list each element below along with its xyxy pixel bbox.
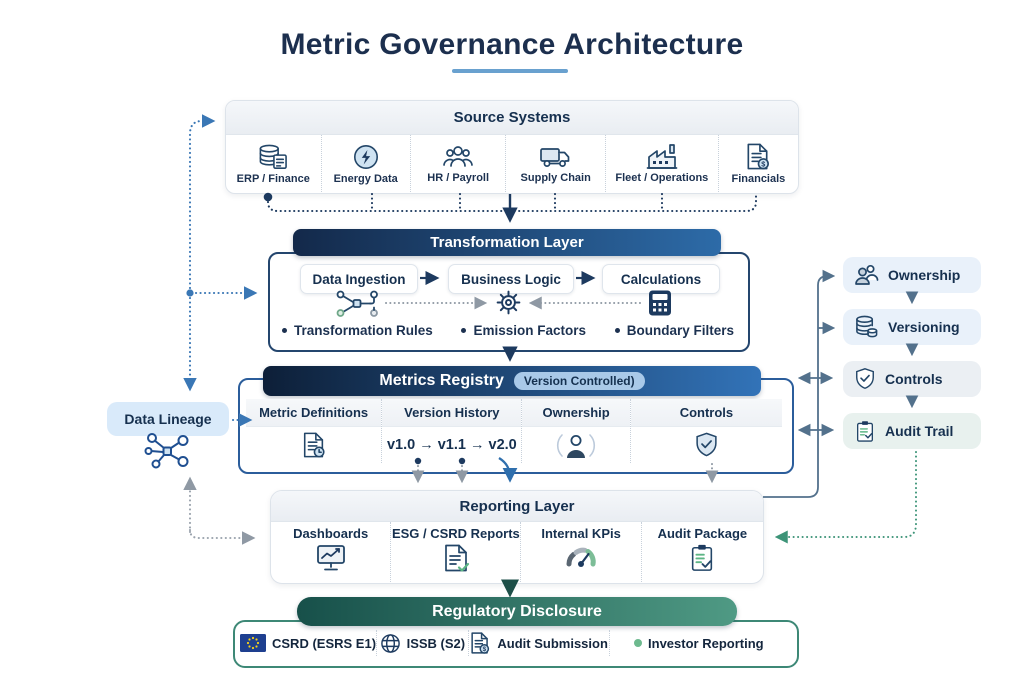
version-controlled-badge: Version Controlled) (513, 372, 645, 390)
source-item-erp-finance: ERP / Finance (226, 135, 322, 192)
people-icon (442, 143, 474, 170)
registry-col-header: Ownership (522, 399, 630, 427)
monitor-chart-icon (314, 543, 348, 573)
regulatory-item-issb: ISSB (S2) (377, 630, 469, 656)
sidebar-item-audit-trail: Audit Trail (843, 413, 981, 449)
bullet-emission-factors: Emission Factors (461, 323, 586, 338)
lightning-icon (352, 143, 380, 171)
person-icon (522, 427, 629, 463)
reporting-item-dashboards: Dashboards (271, 522, 392, 582)
source-item-energy: Energy Data (322, 135, 411, 192)
green-dot-icon (634, 639, 643, 647)
shield-check-icon (631, 427, 782, 463)
sidebar-item-ownership: Ownership (843, 257, 981, 293)
clipboard-check-icon (688, 543, 716, 573)
sidebar-item-label: Ownership (888, 267, 961, 283)
sidebar-item-label: Audit Trail (885, 423, 954, 439)
reporting-layer-title: Reporting Layer (271, 491, 763, 522)
people-pair-icon (854, 264, 879, 286)
regulatory-item-investor-reporting: Investor Reporting (610, 630, 788, 656)
data-lineage-label: Data Lineage (124, 411, 212, 427)
gear-icon (494, 288, 523, 317)
source-item-label: Fleet / Operations (615, 172, 709, 184)
regulatory-item-label: ISSB (S2) (406, 635, 466, 651)
registry-col-ownership: Ownership (522, 399, 631, 463)
sidebar-item-controls: Controls (843, 361, 981, 397)
regulatory-items: CSRD (ESRS E1) ISSB (S2) $ Audi (240, 626, 788, 660)
regulatory-item-label: Investor Reporting (648, 635, 764, 651)
data-lineage-box: Data Lineage (107, 402, 229, 436)
source-systems-box: Source Systems ERP / Finance (225, 100, 799, 194)
document-dollar-icon: $ (469, 631, 491, 655)
title-underline (452, 69, 568, 73)
reporting-item-internal-kpis: Internal KPis (521, 522, 642, 582)
lineage-network-icon (142, 431, 192, 471)
metric-definitions-doc-icon (246, 427, 381, 463)
step-calculations: Calculations (602, 264, 720, 294)
registry-col-controls: Controls (630, 399, 782, 463)
reporting-item-audit-package: Audit Package (642, 522, 763, 582)
eu-flag-icon (240, 634, 266, 652)
factory-icon (646, 143, 678, 170)
database-doc-icon (257, 143, 289, 171)
clipboard-list-icon (854, 419, 876, 444)
regulatory-item-label: Audit Submission (497, 635, 608, 651)
metrics-registry-title: Metrics Registry (379, 372, 504, 389)
document-check-icon (441, 543, 471, 573)
reporting-layer-box: Reporting Layer Dashboards ESG / CSRD Re… (270, 490, 764, 584)
regulatory-item-audit-submission: $ Audit Submission (469, 630, 610, 656)
database-stack-icon (854, 315, 879, 339)
reporting-item-esg-csrd: ESG / CSRD Reports (391, 522, 522, 582)
reporting-item-label: Internal KPis (541, 526, 621, 541)
source-item-financials: $ Financials (719, 135, 798, 192)
source-item-label: Energy Data (333, 172, 398, 185)
calculator-icon (647, 289, 673, 317)
source-item-label: Supply Chain (520, 172, 591, 184)
sidebar-item-label: Controls (885, 371, 943, 387)
gauge-icon (564, 543, 598, 569)
source-item-label: Financials (731, 173, 786, 185)
svg-text:$: $ (762, 159, 766, 168)
regulatory-item-label: CSRD (ESRS E1) (272, 635, 377, 651)
step-business-logic: Business Logic (448, 264, 574, 294)
registry-col-header: Version History (382, 399, 522, 427)
step-data-ingestion: Data Ingestion (300, 264, 418, 294)
regulatory-item-csrd: CSRD (ESRS E1) (240, 630, 378, 656)
svg-text:$: $ (483, 646, 487, 653)
source-item-label: ERP / Finance (236, 172, 310, 185)
reporting-layer-items: Dashboards ESG / CSRD Reports (271, 522, 763, 582)
source-item-fleet: Fleet / Operations (606, 135, 719, 192)
sidebar-item-label: Versioning (888, 319, 960, 335)
metrics-registry-columns: Metric Definitions Version History v1.0 … (246, 399, 782, 463)
transformation-bullets: Transformation Rules Emission Factors Bo… (282, 323, 734, 338)
page-title: Metric Governance Architecture (280, 28, 744, 61)
registry-col-version-history: Version History v1.0 → v1.1 → v2.0 (382, 399, 523, 463)
reporting-item-label: ESG / CSRD Reports (391, 526, 520, 541)
regulatory-disclosure-title: Regulatory Disclosure (297, 597, 737, 626)
metrics-registry-header: Metrics Registry Version Controlled) (263, 366, 761, 396)
registry-col-header: Metric Definitions (246, 399, 382, 427)
source-systems-items: ERP / Finance Energy Data (226, 135, 798, 192)
reporting-item-label: Dashboards (293, 526, 369, 541)
reporting-item-label: Audit Package (657, 526, 748, 541)
version-history-value: v1.0 → v1.1 → v2.0 (386, 437, 517, 453)
truck-icon (539, 143, 572, 170)
source-item-supply-chain: Supply Chain (506, 135, 606, 192)
document-dollar-icon: $ (744, 142, 772, 171)
registry-col-header: Controls (630, 399, 782, 427)
source-item-label: HR / Payroll (427, 172, 490, 184)
shield-check-icon (854, 367, 876, 391)
registry-col-definitions: Metric Definitions (246, 399, 383, 463)
transformation-layer-title: Transformation Layer (293, 229, 721, 256)
bullet-boundary-filters: Boundary Filters (615, 323, 734, 338)
sidebar-item-versioning: Versioning (843, 309, 981, 345)
split-network-icon (334, 289, 380, 318)
globe-icon (380, 633, 401, 654)
source-systems-title: Source Systems (226, 101, 798, 135)
bullet-transformation-rules: Transformation Rules (282, 323, 433, 338)
source-item-hr: HR / Payroll (411, 135, 507, 192)
